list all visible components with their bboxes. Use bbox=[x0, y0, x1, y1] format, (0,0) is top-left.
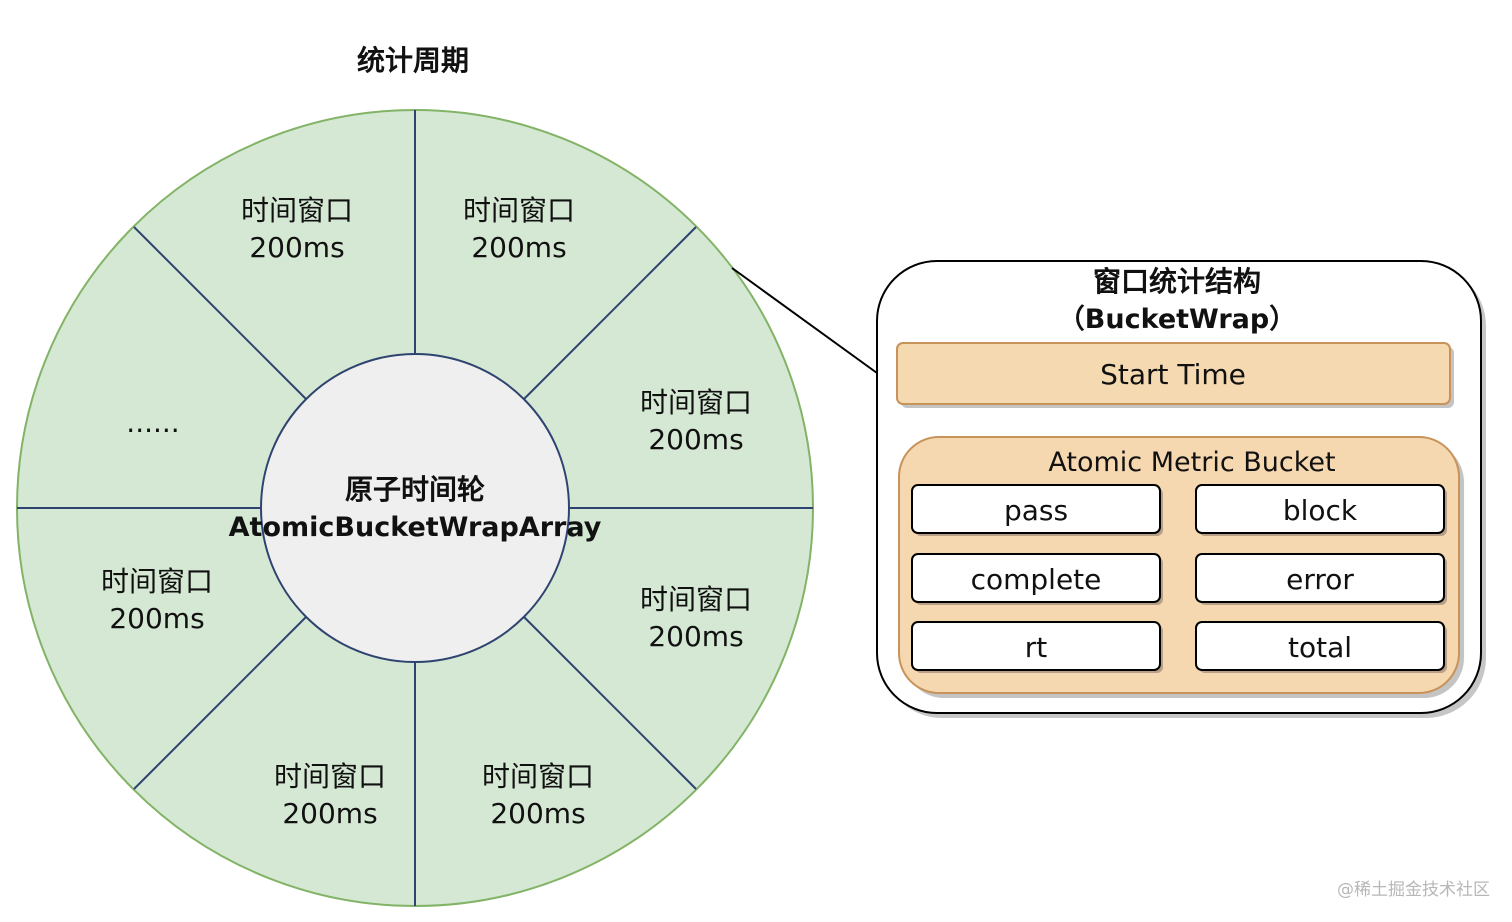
metric-field-complete: complete bbox=[911, 553, 1163, 605]
wheel-center-label-cn: 原子时间轮 bbox=[345, 473, 485, 506]
metric-field-pass-box bbox=[911, 484, 1161, 534]
segment-duration-top-right: 200ms bbox=[471, 231, 566, 264]
wheel-segment-labels: 时间窗口 200ms 时间窗口 200ms 时间窗口 200ms 时间窗口 20… bbox=[101, 194, 752, 830]
segment-duration-left-lower: 200ms bbox=[109, 602, 204, 635]
segment-label-left-lower: 时间窗口 bbox=[101, 565, 213, 598]
metric-field-error-box bbox=[1195, 553, 1445, 603]
wheel-divider-southwest bbox=[133, 616, 307, 790]
metric-field-error: error bbox=[1195, 553, 1447, 605]
metric-field-error-label: error bbox=[1286, 563, 1354, 596]
bucketwrap-title-cn: 窗口统计结构 bbox=[1093, 265, 1261, 298]
metric-field-rt: rt bbox=[911, 621, 1163, 673]
start-time-label: Start Time bbox=[1100, 358, 1246, 391]
metric-bucket-title: Atomic Metric Bucket bbox=[1048, 447, 1335, 478]
metric-field-rt-label: rt bbox=[1025, 631, 1048, 664]
segment-label-right-lower: 时间窗口 bbox=[640, 583, 752, 616]
wheel-divider-northwest bbox=[133, 226, 307, 400]
segment-label-right-upper: 时间窗口 bbox=[640, 386, 752, 419]
segment-duration-bottom-right: 200ms bbox=[490, 797, 585, 830]
metric-field-total-label: total bbox=[1288, 631, 1352, 664]
wheel-dividers bbox=[17, 110, 813, 906]
metric-field-block-box bbox=[1195, 484, 1445, 534]
segment-duration-right-upper: 200ms bbox=[648, 423, 743, 456]
start-time-box bbox=[896, 342, 1451, 405]
segment-label-left-upper-ellipsis: ...... bbox=[126, 406, 179, 439]
connector-line bbox=[731, 267, 878, 374]
metric-field-total: total bbox=[1195, 621, 1447, 673]
metric-field-total-box bbox=[1195, 621, 1445, 671]
wheel-center-label-en: AtomicBucketWrapArray bbox=[229, 512, 602, 543]
segment-duration-bottom-left: 200ms bbox=[282, 797, 377, 830]
segment-label-bottom-left: 时间窗口 bbox=[274, 760, 386, 793]
metric-field-rt-box bbox=[911, 621, 1161, 671]
segment-label-top-left: 时间窗口 bbox=[241, 194, 353, 227]
wheel-divider-southeast bbox=[523, 616, 697, 790]
wheel-center-circle bbox=[260, 353, 570, 663]
segment-duration-right-lower: 200ms bbox=[648, 620, 743, 653]
metric-field-complete-label: complete bbox=[971, 563, 1102, 596]
segment-label-top-right: 时间窗口 bbox=[463, 194, 575, 227]
watermark-text: @稀土掘金技术社区 bbox=[1337, 880, 1490, 900]
metric-field-pass-label: pass bbox=[1004, 494, 1068, 527]
segment-label-bottom-right: 时间窗口 bbox=[482, 760, 594, 793]
metric-field-block: block bbox=[1195, 484, 1447, 536]
diagram-title: 统计周期 bbox=[357, 44, 469, 77]
metric-field-block-label: block bbox=[1283, 494, 1358, 527]
segment-duration-top-left: 200ms bbox=[249, 231, 344, 264]
metric-fields: pass block complete error rt bbox=[911, 484, 1447, 673]
wheel-divider-northeast bbox=[523, 226, 697, 400]
metric-field-complete-box bbox=[911, 553, 1161, 603]
metric-field-pass: pass bbox=[911, 484, 1163, 536]
bucketwrap-title-en: （BucketWrap） bbox=[1058, 304, 1296, 335]
